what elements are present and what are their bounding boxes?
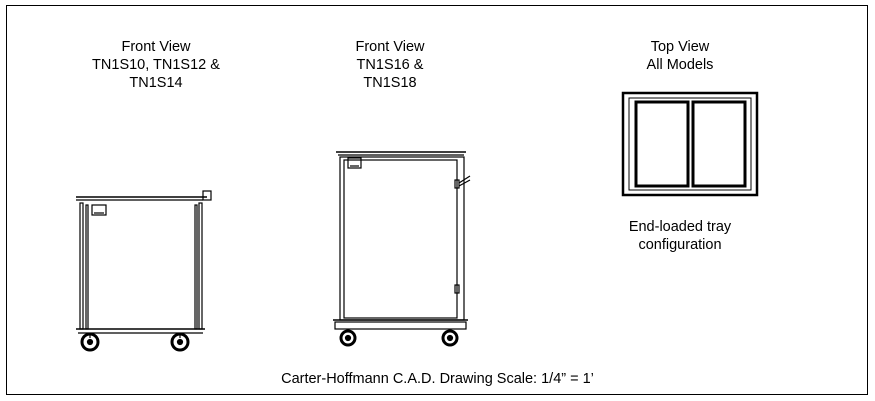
label-line: TN1S10, TN1S12 & bbox=[92, 57, 220, 73]
top-view-label: Top View All Models bbox=[590, 38, 770, 74]
label-line: TN1S14 bbox=[129, 75, 183, 91]
label-line: Top View bbox=[650, 39, 710, 55]
label-line: All Models bbox=[646, 57, 714, 73]
drawing-scale-caption: Carter-Hoffmann C.A.D. Drawing Scale: 1/… bbox=[281, 371, 594, 387]
label-line: End-loaded tray bbox=[628, 219, 732, 235]
drawing-frame bbox=[6, 5, 868, 395]
label-line: Front View bbox=[121, 39, 191, 55]
label-line: configuration bbox=[638, 237, 722, 253]
small-cart-drawing bbox=[76, 190, 212, 352]
label-line: Front View bbox=[355, 39, 425, 55]
front-view-small-label: Front View TN1S10, TN1S12 & TN1S14 bbox=[46, 38, 266, 92]
top-view-drawing bbox=[621, 91, 759, 197]
front-view-large-label: Front View TN1S16 & TN1S18 bbox=[300, 38, 480, 92]
label-line: TN1S16 & bbox=[356, 57, 424, 73]
tray-configuration-label: End-loaded tray configuration bbox=[590, 218, 770, 254]
label-line: TN1S18 bbox=[363, 75, 417, 91]
large-cart-drawing bbox=[333, 151, 471, 347]
